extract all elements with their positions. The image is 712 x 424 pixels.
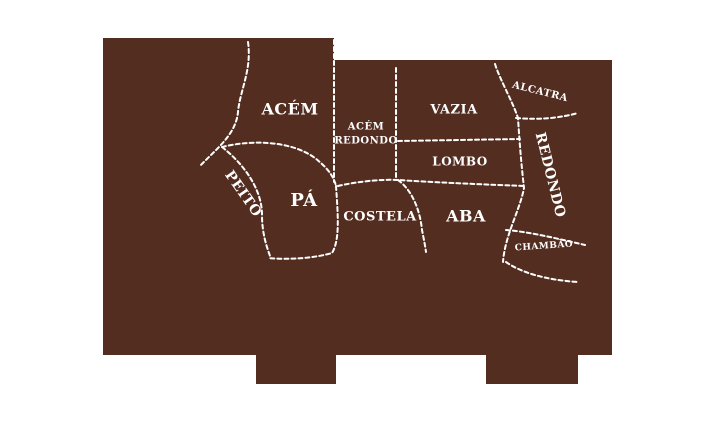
line-alcatra-redondo xyxy=(515,112,579,120)
label-vazia: VAZIA xyxy=(429,103,478,118)
label-aba: ABA xyxy=(445,207,486,226)
line-chambao-bottom xyxy=(505,261,579,283)
label-pa: PÁ xyxy=(290,188,318,211)
cow-silhouette xyxy=(103,38,612,384)
label-acem: ACÉM xyxy=(260,99,318,119)
cow-body xyxy=(103,38,612,355)
line-acem-top xyxy=(199,41,250,167)
line-pa-bottom xyxy=(267,185,339,260)
line-chambao-top xyxy=(505,229,586,246)
line-acem-pa xyxy=(221,141,337,187)
label-costela: COSTELA xyxy=(343,210,417,225)
cut-lines xyxy=(199,39,586,283)
line-alcatra-loin xyxy=(494,63,526,263)
label-lombo: LOMBO xyxy=(432,155,488,169)
label-acem-redondo-line2: REDONDO xyxy=(334,136,397,147)
line-costela-aba xyxy=(397,179,427,253)
line-vazia-lombo xyxy=(397,138,521,142)
front-leg xyxy=(256,340,336,384)
line-peito-pa xyxy=(221,146,271,257)
hind-leg xyxy=(486,340,578,384)
label-acem-redondo-line1: ACÉM xyxy=(347,121,384,133)
line-back xyxy=(337,178,526,187)
